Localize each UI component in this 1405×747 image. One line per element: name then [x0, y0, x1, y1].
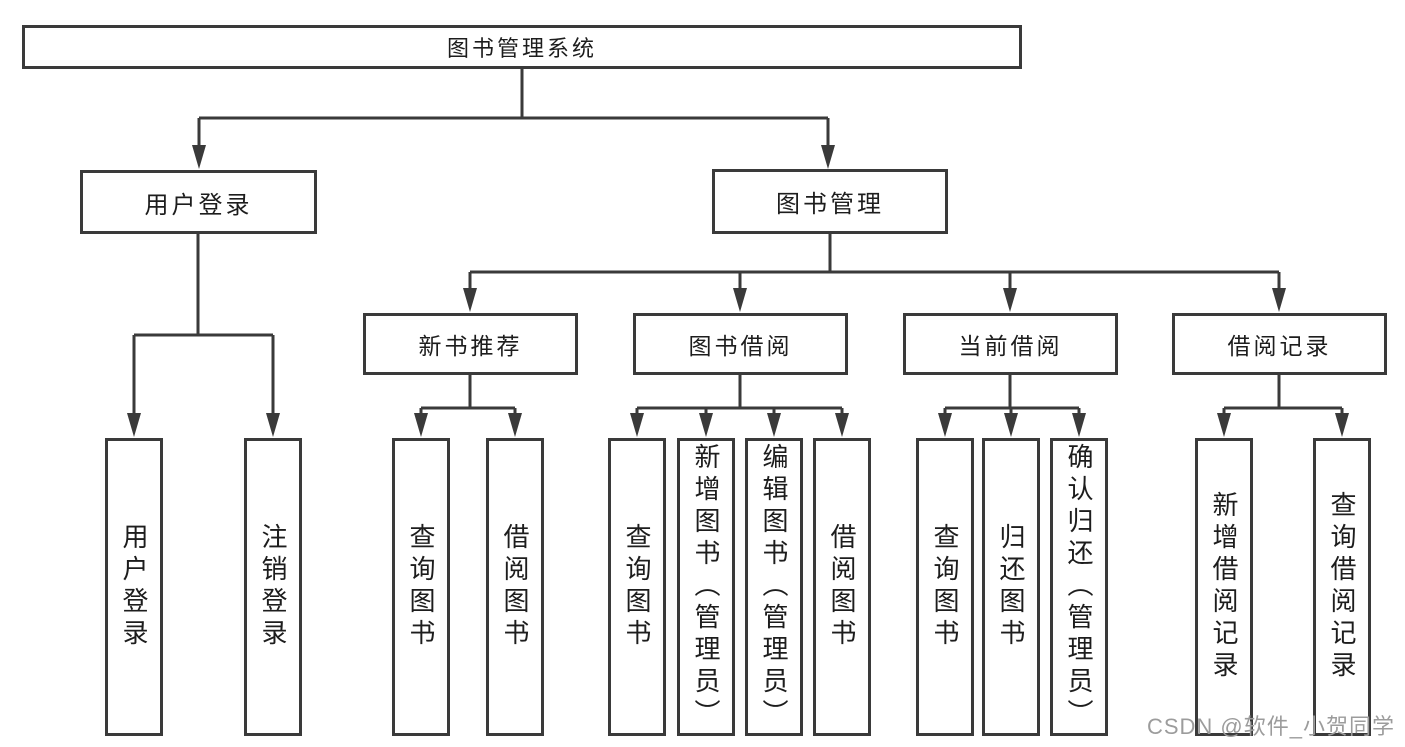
leaf-label: 借阅图书: [827, 523, 857, 651]
node-new-book-recommend-label: 新书推荐: [418, 333, 523, 359]
node-user-login-label: 用户登录: [144, 191, 253, 219]
node-book-management-label: 图书管理: [776, 191, 884, 218]
leaf-query-borrow-record: 查询借阅记录: [1313, 438, 1371, 736]
leaf-confirm-return-admin: 确认归还（管理员）: [1050, 438, 1108, 736]
leaf-borrow-books: 借阅图书: [486, 438, 544, 736]
leaf-label: 归还图书: [996, 523, 1026, 651]
leaf-label: 用户登录: [119, 523, 149, 651]
node-current-borrow-label: 当前借阅: [958, 333, 1063, 359]
node-root-label: 图书管理系统: [446, 36, 597, 61]
leaf-label: 查询图书: [406, 523, 436, 651]
leaf-query-books: 查询图书: [608, 438, 666, 736]
leaf-label: 借阅图书: [500, 523, 530, 651]
arrowheads: [127, 145, 1349, 437]
node-borrow-records-label: 借阅记录: [1227, 333, 1332, 359]
leaf-query-books: 查询图书: [392, 438, 450, 736]
node-book-borrow: 图书借阅: [633, 313, 848, 375]
leaf-edit-books-admin: 编辑图书（管理员）: [745, 438, 803, 736]
node-book-borrow-label: 图书借阅: [688, 333, 793, 359]
node-book-management: 图书管理: [712, 169, 948, 234]
leaf-label: 新增图书（管理员）: [691, 443, 721, 731]
leaf-return-books: 归还图书: [982, 438, 1040, 736]
node-current-borrow: 当前借阅: [903, 313, 1118, 375]
node-borrow-records: 借阅记录: [1172, 313, 1387, 375]
leaf-label: 查询图书: [930, 523, 960, 651]
watermark: CSDN @软件_小贺同学: [1146, 714, 1395, 739]
node-root: 图书管理系统: [22, 25, 1022, 69]
leaf-add-borrow-record: 新增借阅记录: [1195, 438, 1253, 736]
node-user-login: 用户登录: [80, 170, 317, 234]
leaf-borrow-books: 借阅图书: [813, 438, 871, 736]
leaf-label: 新增借阅记录: [1209, 491, 1239, 683]
leaf-label: 查询图书: [622, 523, 652, 651]
leaf-logout: 注销登录: [244, 438, 302, 736]
leaf-query-books: 查询图书: [916, 438, 974, 736]
leaf-label: 注销登录: [258, 523, 288, 651]
leaf-label: 编辑图书（管理员）: [759, 443, 789, 731]
leaf-user-login: 用户登录: [105, 438, 163, 736]
leaf-label: 查询借阅记录: [1327, 491, 1357, 683]
leaf-label: 确认归还（管理员）: [1064, 443, 1094, 731]
node-new-book-recommend: 新书推荐: [363, 313, 578, 375]
leaf-add-books-admin: 新增图书（管理员）: [677, 438, 735, 736]
